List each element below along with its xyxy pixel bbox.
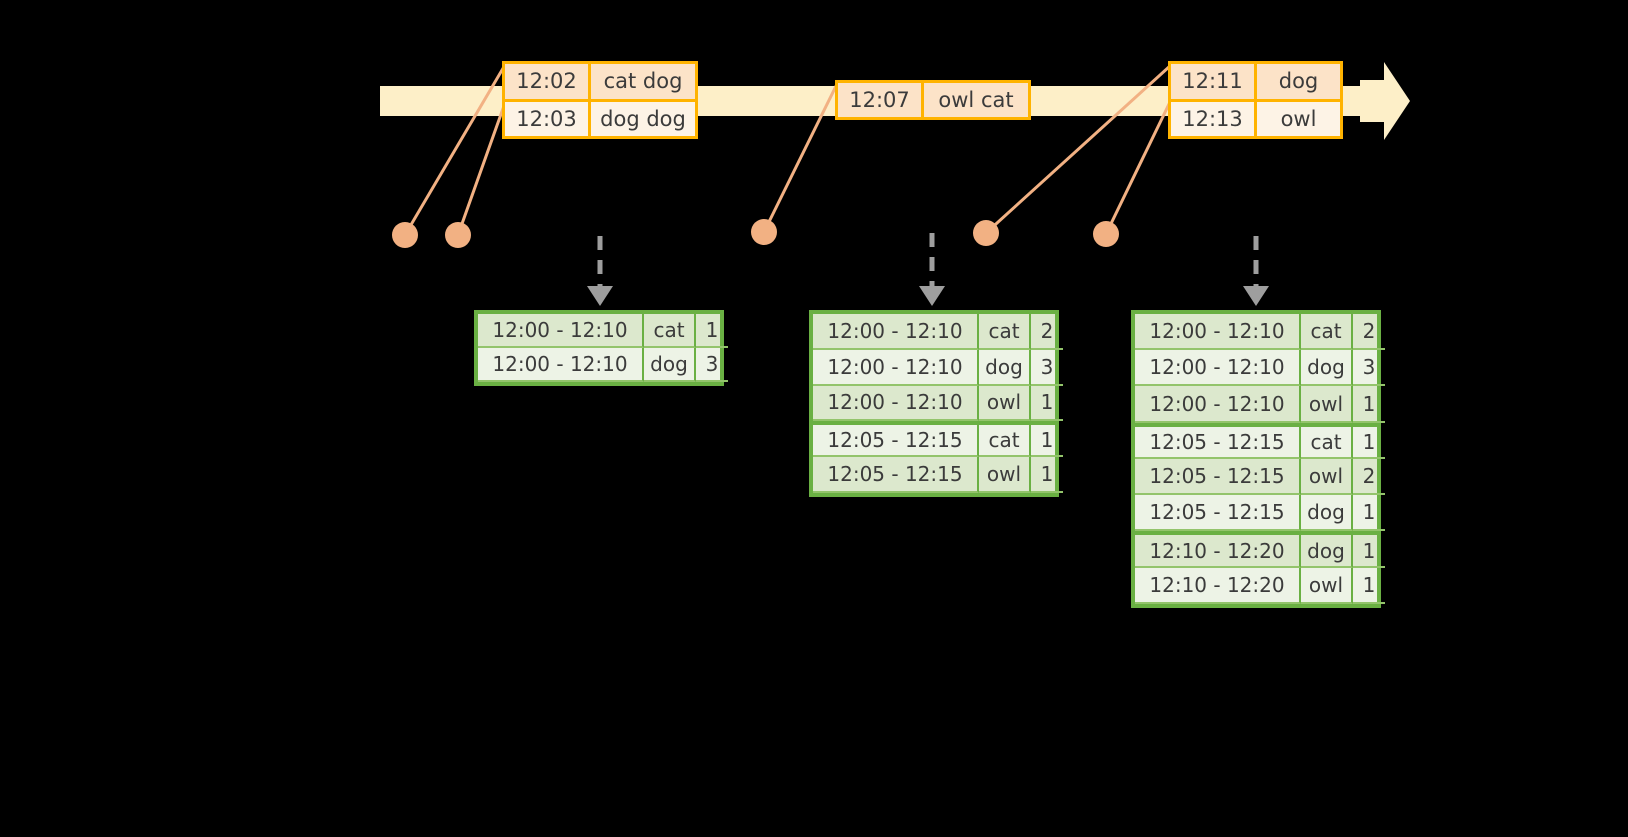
- event-time: 12:11: [1171, 64, 1257, 99]
- event-group-2[interactable]: 12:07 owl cat: [835, 80, 1031, 120]
- cell-count: 1: [1353, 535, 1385, 568]
- cell-window: 12:05 - 12:15: [813, 457, 979, 494]
- cell-key: dog: [1301, 495, 1353, 532]
- cell-window: 12:00 - 12:10: [1135, 386, 1301, 423]
- dashed-arrow-2-head: [919, 286, 945, 306]
- connector-dot-5[interactable]: [1093, 221, 1119, 247]
- cell-window: 12:05 - 12:15: [1135, 459, 1301, 496]
- cell-window: 12:00 - 12:10: [813, 314, 979, 350]
- cell-key: owl: [979, 457, 1031, 494]
- cell-count: 1: [1031, 386, 1063, 422]
- cell-key: owl: [979, 385, 1031, 422]
- event-words: owl: [1280, 106, 1317, 131]
- cell-window: 12:00 - 12:10: [478, 348, 644, 382]
- cell-key: dog: [1301, 535, 1353, 568]
- cell-window: 12:00 - 12:10: [1135, 350, 1301, 387]
- cell-count: 1: [1031, 425, 1063, 458]
- connector-dot-3[interactable]: [751, 219, 777, 245]
- cell-key: owl: [1301, 567, 1353, 605]
- dashed-arrow-1-head: [587, 286, 613, 306]
- cell-key: dog: [979, 349, 1031, 386]
- event-row[interactable]: 12:11 dog: [1171, 64, 1340, 99]
- connector-dot-1[interactable]: [392, 222, 418, 248]
- event-row[interactable]: 12:02 cat dog: [505, 64, 695, 99]
- cell-window: 12:00 - 12:10: [478, 314, 644, 348]
- event-group-3[interactable]: 12:11 dog 12:13 owl: [1168, 61, 1343, 139]
- event-time: 12:02: [505, 64, 591, 99]
- event-group-1[interactable]: 12:02 cat dog 12:03 dog dog: [502, 61, 698, 139]
- cell-key: cat: [979, 314, 1031, 350]
- cell-count: 2: [1031, 314, 1063, 350]
- cell-window: 12:10 - 12:20: [1135, 567, 1301, 605]
- cell-count: 1: [1353, 386, 1385, 423]
- connector-dot-2[interactable]: [445, 222, 471, 248]
- cell-count: 1: [1031, 457, 1063, 494]
- event-words: dog: [1278, 69, 1319, 94]
- event-time: 12:07: [838, 83, 924, 117]
- cell-count: 3: [1353, 350, 1385, 387]
- cell-count: 3: [696, 348, 728, 382]
- connector-dot-4[interactable]: [973, 220, 999, 246]
- connector-line: [456, 102, 507, 236]
- cell-count: 1: [1353, 427, 1385, 460]
- cell-key: owl: [1301, 459, 1353, 496]
- cell-window: 12:00 - 12:10: [813, 349, 979, 386]
- cell-count: 2: [1353, 459, 1385, 496]
- cell-key: owl: [1301, 386, 1353, 423]
- event-words: owl cat: [938, 88, 1014, 112]
- cell-key: cat: [979, 425, 1031, 458]
- cell-key: cat: [1301, 426, 1353, 460]
- event-words: dog dog: [600, 106, 686, 131]
- event-words: cat dog: [603, 69, 683, 94]
- cell-count: 1: [696, 314, 728, 348]
- cell-count: 3: [1031, 350, 1063, 386]
- event-time: 12:13: [1171, 101, 1257, 136]
- connector-line: [1104, 101, 1172, 235]
- cell-window: 12:00 - 12:10: [1135, 314, 1301, 351]
- cell-key: dog: [1301, 350, 1353, 387]
- cell-key: dog: [644, 348, 696, 382]
- event-time: 12:03: [505, 101, 591, 136]
- cell-window: 12:05 - 12:15: [1135, 495, 1301, 532]
- cell-key: cat: [644, 314, 696, 348]
- dashed-arrow-3-head: [1243, 286, 1269, 306]
- cell-window: 12:05 - 12:15: [813, 425, 979, 458]
- event-row[interactable]: 12:03 dog dog: [505, 98, 695, 136]
- cell-count: 1: [1353, 568, 1385, 605]
- cell-key: cat: [1301, 314, 1353, 351]
- cell-count: 1: [1353, 495, 1385, 532]
- event-row[interactable]: 12:07 owl cat: [838, 83, 1028, 117]
- cell-window: 12:00 - 12:10: [813, 385, 979, 422]
- cell-count: 2: [1353, 314, 1385, 351]
- event-row[interactable]: 12:13 owl: [1171, 98, 1340, 136]
- cell-window: 12:10 - 12:20: [1135, 535, 1301, 568]
- cell-window: 12:05 - 12:15: [1135, 426, 1301, 460]
- timeline-arrowhead: [1360, 62, 1410, 140]
